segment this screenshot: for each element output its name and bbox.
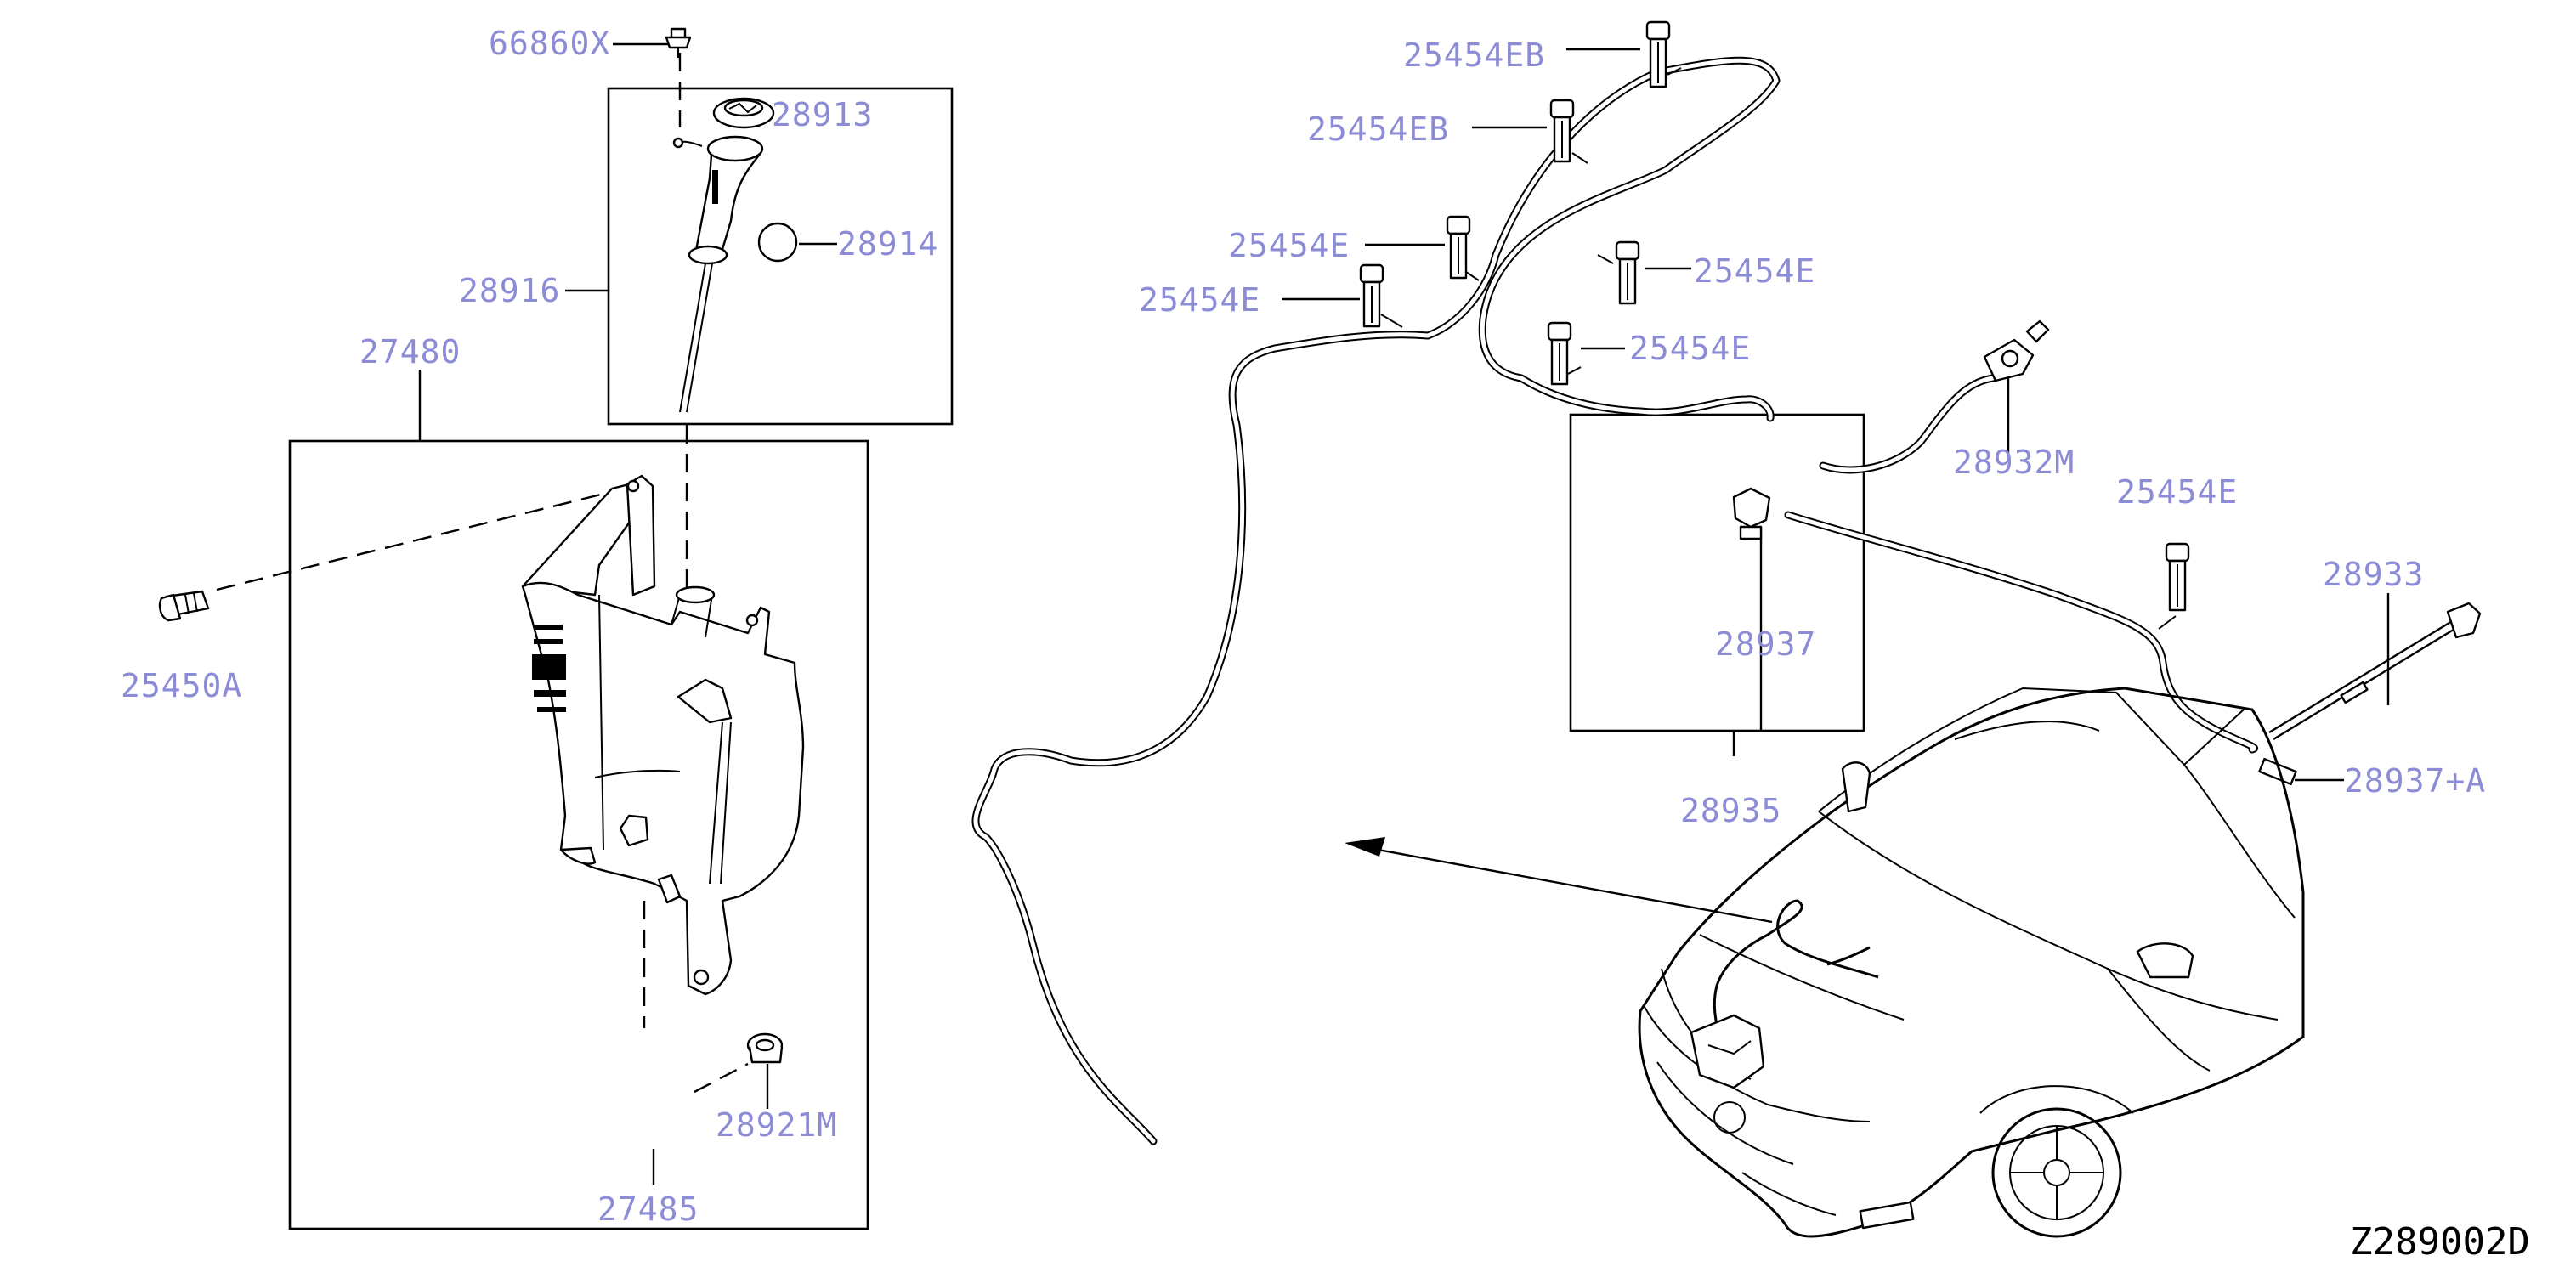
hose-group xyxy=(971,20,2482,1145)
label-28937: 28937 xyxy=(1715,625,1816,663)
clip-25454e-5 xyxy=(2165,542,2190,612)
clip-25454e-2 xyxy=(1359,263,1384,328)
clip-25454e-1 xyxy=(1446,215,1471,280)
label-28913: 28913 xyxy=(772,96,873,133)
part-labels: 66860X 28913 28914 28916 27480 25450A 28… xyxy=(121,25,2530,1261)
label-25454e-4: 25454E xyxy=(1629,330,1751,367)
label-28916: 28916 xyxy=(459,272,560,309)
washer-nozzle-28937 xyxy=(1732,487,1771,540)
label-25454e-5: 25454E xyxy=(2116,473,2238,511)
label-25454eb-2: 25454EB xyxy=(1307,110,1449,148)
label-28914: 28914 xyxy=(837,225,938,263)
washer-tank-27485 xyxy=(521,474,805,996)
label-25454e-1: 25454E xyxy=(1228,227,1350,264)
label-27480: 27480 xyxy=(360,333,461,370)
check-valve-28932m xyxy=(1983,319,2050,382)
label-25454eb-1: 25454EB xyxy=(1403,37,1545,74)
label-28933: 28933 xyxy=(2323,556,2424,593)
vehicle-illustration xyxy=(1345,687,2305,1238)
label-27485: 27485 xyxy=(597,1190,699,1228)
filler-cap-28913 xyxy=(712,97,775,129)
filler-neck-box xyxy=(607,87,954,426)
diagram-code: Z289002D xyxy=(2350,1220,2530,1261)
filler-neck-28916 xyxy=(672,135,764,413)
label-66860x: 66860X xyxy=(489,25,610,62)
label-28932m: 28932M xyxy=(1953,444,2075,481)
label-25450a: 25450A xyxy=(121,667,242,704)
nozzle-hose-box xyxy=(1569,413,1865,732)
clip-25454e-3 xyxy=(1615,240,1640,305)
clip-25454eb-2 xyxy=(1549,99,1575,163)
seal-28914 xyxy=(757,222,798,263)
label-25454e-2: 25454E xyxy=(1139,281,1260,319)
reservoir-group xyxy=(158,27,954,1230)
label-28921m: 28921M xyxy=(716,1106,837,1144)
label-28937a: 28937+A xyxy=(2344,762,2486,800)
clip-25454e-4 xyxy=(1547,321,1572,386)
tank-box xyxy=(288,439,869,1230)
grommet-28921m xyxy=(746,1032,784,1064)
clip-25454eb-1 xyxy=(1645,20,1671,88)
label-25454e-3: 25454E xyxy=(1694,252,1815,290)
rear-nozzle-28933 xyxy=(2268,602,2482,741)
joint-28937a xyxy=(2258,757,2297,786)
screw-66860x xyxy=(665,27,692,58)
bolt-25450a xyxy=(158,590,210,622)
label-28935: 28935 xyxy=(1680,792,1781,829)
